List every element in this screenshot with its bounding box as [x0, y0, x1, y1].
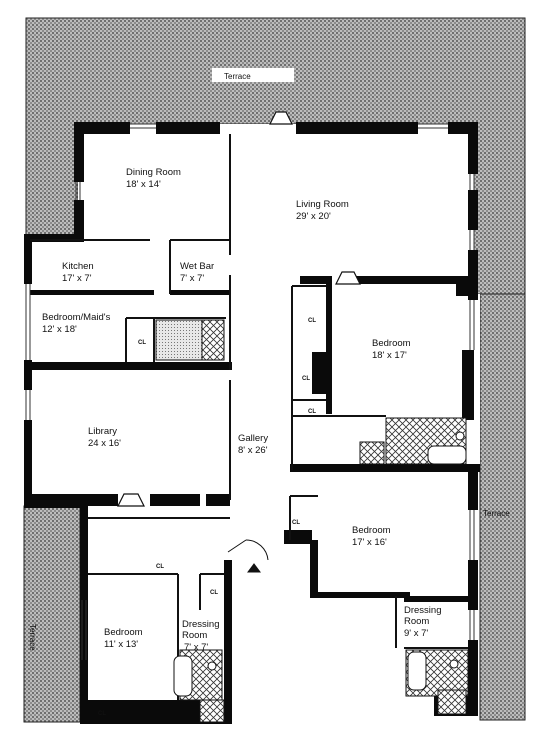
room-kitchen-name: Kitchen [62, 261, 94, 272]
room-dressing-west-line2: Room [182, 630, 207, 641]
room-bedroom-southwest-dims: 11' x 13' [104, 639, 138, 650]
terrace-right [479, 293, 526, 721]
shower-southeast [437, 689, 467, 715]
shower-southwest [199, 699, 225, 723]
room-dressing-west-name: Dressing Room [182, 619, 222, 641]
room-dressing-east-line2: Room [404, 616, 429, 627]
room-dining-dims: 18' x 14' [126, 179, 161, 190]
partitions [30, 134, 468, 700]
terrace-top-label: Terrace [224, 72, 251, 81]
room-maids-name: Bedroom/Maid's [42, 312, 111, 323]
terrace-top-label-bg [212, 68, 294, 82]
terraces [23, 17, 526, 723]
toilet-southwest [207, 661, 217, 671]
closet-label: CL [308, 318, 316, 324]
closet-label: CL [138, 340, 146, 346]
room-labels: Dining Room 18' x 14' Living Room 29' x … [42, 167, 444, 653]
closet-label: CL [156, 564, 164, 570]
room-maids-dims: 12' x 18' [42, 324, 77, 335]
room-dressing-east-line1: Dressing [404, 605, 442, 616]
toilet-east [455, 431, 465, 441]
bathtub-southwest [173, 655, 193, 697]
bath-maid [155, 319, 203, 361]
room-bedroom-southwest-name: Bedroom [104, 627, 143, 638]
room-library-dims: 24 x 16' [88, 438, 121, 449]
room-bedroom-southeast-name: Bedroom [352, 525, 391, 536]
interior-floor [26, 124, 480, 722]
closet-labels: CL CL CL CL CL CL CL CL [98, 318, 316, 717]
room-living-dims: 29' x 20' [296, 211, 331, 222]
fireplace-living [269, 111, 293, 125]
room-gallery-name: Gallery [238, 433, 268, 444]
fireplace-library [117, 493, 145, 507]
closet-label: CL [292, 520, 300, 526]
room-dining-name: Dining Room [126, 167, 181, 178]
toilet-southeast [449, 659, 459, 669]
room-dressing-west-line1: Dressing [182, 619, 220, 630]
bath-maid-shower [201, 319, 225, 361]
room-dressing-east-name: Dressing Room [404, 605, 444, 627]
fireplaces [117, 111, 361, 507]
closet-label: CL [308, 409, 316, 415]
terrace-left-label: Terrace [28, 624, 37, 651]
bathrooms [155, 319, 469, 723]
terrace-left [23, 505, 81, 723]
room-kitchen-dims: 17' x 7' [62, 273, 92, 284]
room-library-name: Library [88, 426, 117, 437]
room-bedroom-southeast-dims: 17' x 16' [352, 537, 387, 548]
terrace-right-label: Terrace [483, 509, 510, 518]
room-dressing-west-dims: 7' x 7' [184, 642, 208, 653]
door-swings [227, 539, 269, 573]
room-wetbar-dims: 7' x 7' [180, 273, 204, 284]
bathtub-southeast [407, 651, 427, 691]
room-dressing-east-dims: 9' x 7' [404, 628, 428, 639]
room-gallery-dims: 8' x 26' [238, 445, 268, 456]
fireplace-bedroom-east [335, 271, 361, 285]
windows [25, 123, 475, 660]
room-bedroom-east-name: Bedroom [372, 338, 411, 349]
room-wetbar-name: Wet Bar [180, 261, 214, 272]
bath-east-shower [359, 441, 385, 465]
bathtub-east [427, 445, 467, 465]
room-living-name: Living Room [296, 199, 349, 210]
closet-label: CL [302, 376, 310, 382]
room-bedroom-east-dims: 18' x 17' [372, 350, 407, 361]
closet-label: CL [210, 590, 218, 596]
closet-label: CL [98, 711, 106, 717]
